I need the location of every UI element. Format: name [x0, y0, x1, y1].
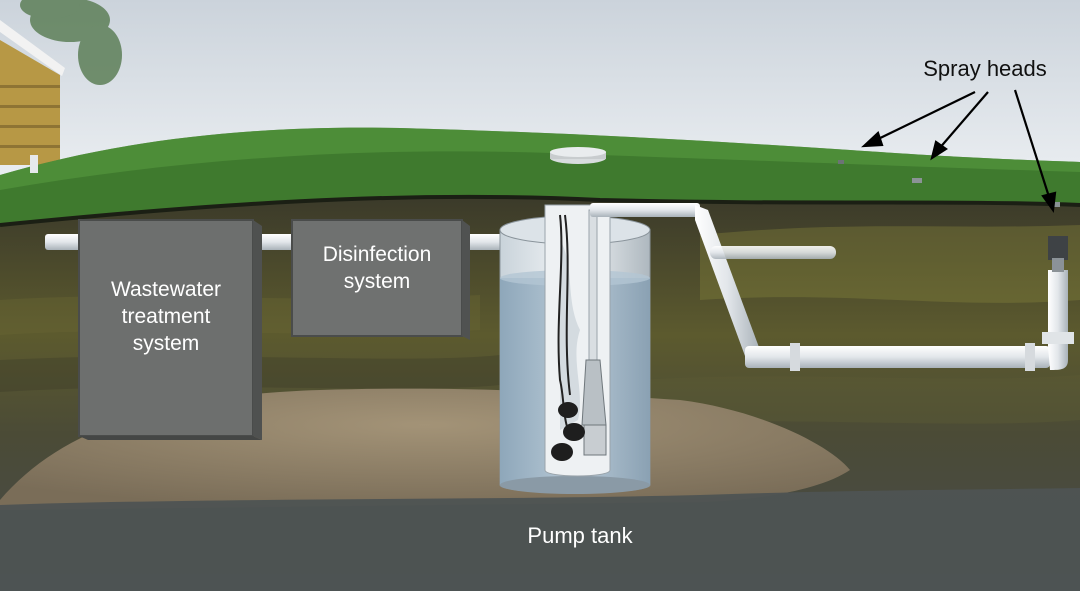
wastewater-label-line-1: Wastewater — [79, 276, 253, 303]
wastewater-label-line-3: system — [79, 330, 253, 357]
tank-lid — [550, 147, 606, 164]
pump-tank — [500, 205, 650, 494]
spray-head-marker-1 — [838, 160, 844, 164]
disinfection-label-line-1: Disinfection — [292, 241, 462, 268]
pump-tank-label: Pump tank — [480, 522, 680, 549]
wastewater-label-line-2: treatment — [79, 303, 253, 330]
spray-head-marker-2 — [912, 178, 922, 183]
disinfection-label: Disinfection system — [292, 241, 462, 295]
house-pipe-stub — [30, 155, 38, 173]
wastewater-treatment-label: Wastewater treatment system — [79, 276, 253, 357]
spray-heads-label: Spray heads — [895, 55, 1075, 82]
disinfection-label-line-2: system — [292, 268, 462, 295]
